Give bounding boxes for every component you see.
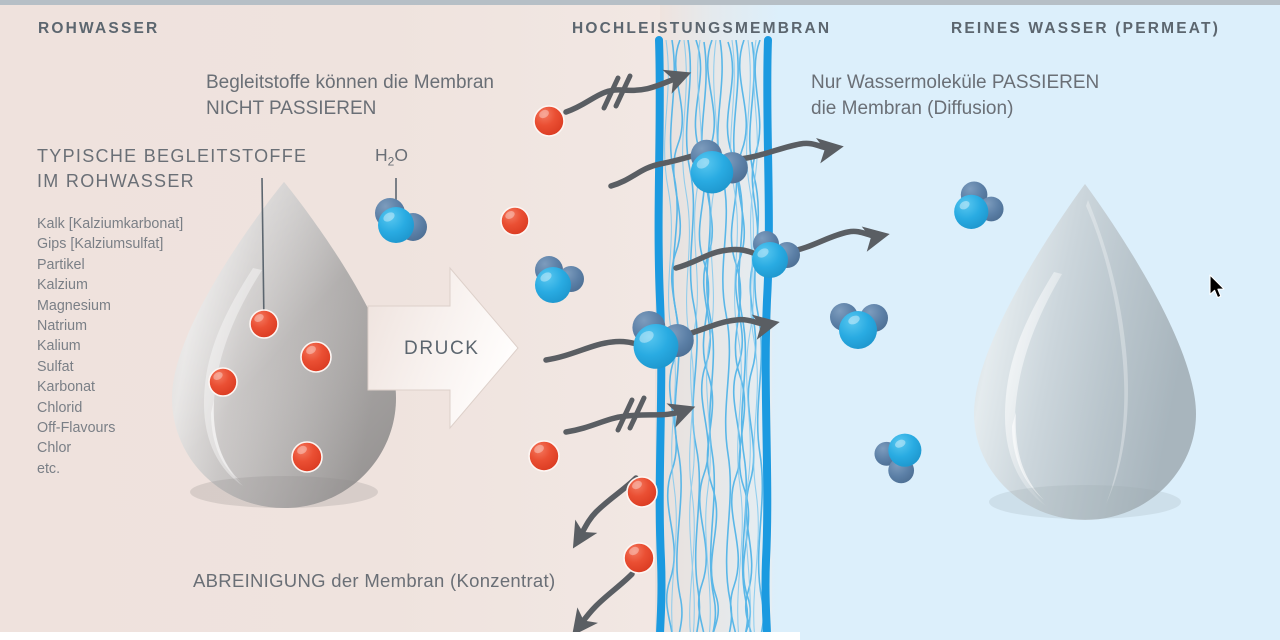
permeate-zone — [700, 0, 1280, 640]
substance-item: Sulfat — [37, 358, 74, 375]
permeate-droplet — [974, 184, 1196, 520]
substance-item: Chlor — [37, 440, 72, 457]
header-membrane: HOCHLEISTUNGSMEMBRAN — [572, 20, 832, 37]
h2o-label-h: H — [375, 145, 388, 165]
water-molecules — [375, 139, 1004, 484]
substance-item: Natrium — [37, 318, 88, 335]
raw-water-droplet — [172, 182, 396, 508]
contaminant-particles — [209, 106, 657, 573]
note-water-passes: Nur Wassermoleküle PASSIEREN die Membran… — [811, 72, 1100, 119]
h2o-label-o: O — [394, 145, 408, 165]
note-contaminants-blocked: Begleitstoffe können die Membran NICHT P… — [206, 72, 494, 119]
header-pure-water: REINES WASSER (PERMEAT) — [951, 20, 1221, 37]
blocked-slash-marks — [604, 76, 644, 430]
substance-item: etc. — [37, 460, 61, 477]
substance-item: Partikel — [37, 256, 85, 273]
substance-item: Kalk [Kalziumkarbonat] — [37, 216, 184, 232]
substance-item: Chlorid — [37, 399, 83, 416]
substance-list-title: TYPISCHE BEGLEITSTOFFE IM ROHWASSER — [37, 146, 308, 191]
substance-list: Kalk [Kalziumkarbonat] Gips [Kalziumsulfa… — [37, 214, 183, 479]
top-border-band — [0, 0, 1280, 5]
substance-item: Off-Flavours — [37, 420, 116, 437]
substance-item: Kalzium — [37, 277, 88, 294]
substance-item: Kalium — [37, 338, 81, 355]
bottom-white-strip — [0, 632, 800, 640]
header-raw-water: ROHWASSER — [38, 20, 160, 37]
pressure-arrow — [368, 268, 518, 428]
mouse-cursor — [1209, 274, 1225, 299]
substance-item: Karbonat — [37, 379, 96, 396]
h2o-label: H2O — [375, 145, 408, 169]
substance-item: Magnesium — [37, 297, 111, 314]
note-concentrate: ABREINIGUNG der Membran (Konzentrat) — [193, 570, 556, 591]
h2o-label-2: 2 — [387, 154, 395, 169]
substance-item: Gips [Kalziumsulfat] — [37, 236, 164, 253]
pressure-label: DRUCK — [404, 338, 480, 359]
